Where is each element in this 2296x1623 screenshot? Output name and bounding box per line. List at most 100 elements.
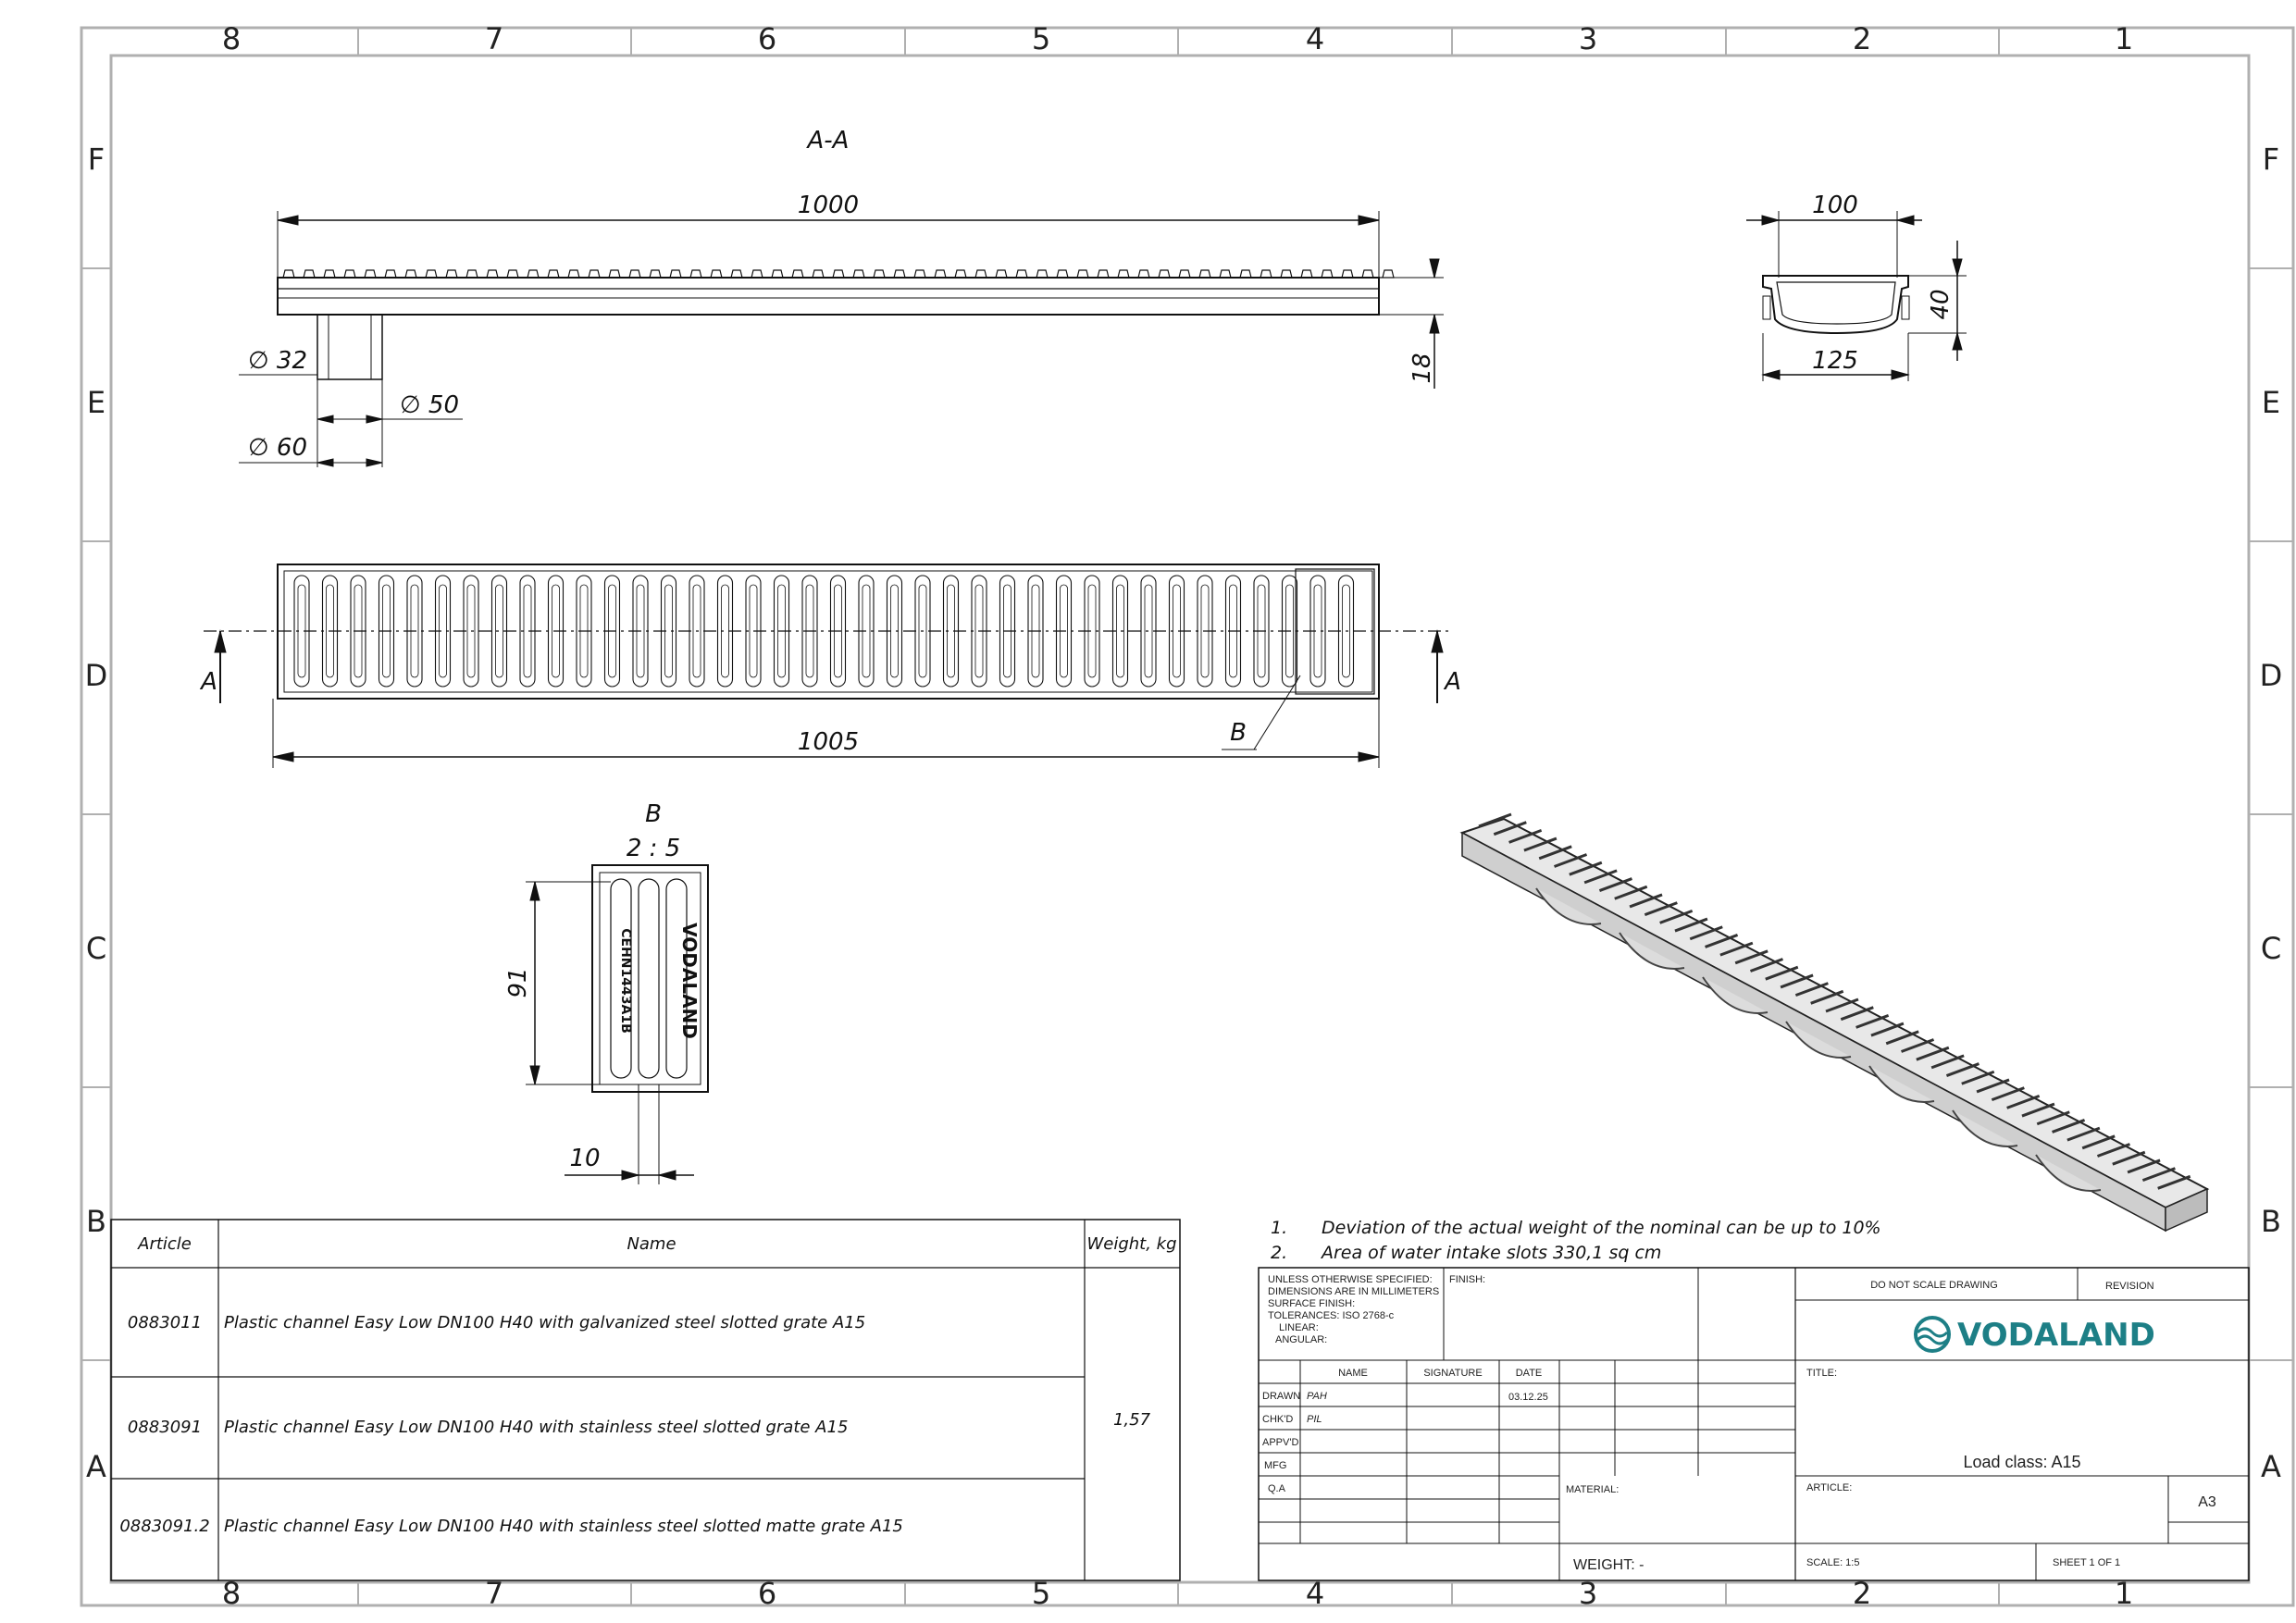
iso-bar — [1523, 836, 1558, 852]
zone-row-a-right: A — [2261, 1449, 2281, 1484]
col-signature: SIGNATURE — [1423, 1368, 1482, 1379]
plan-view: A A B 1005 — [199, 564, 1461, 768]
title-value: Load class: A15 — [1963, 1453, 2080, 1471]
iso-bar — [2127, 1158, 2161, 1174]
drawn-date: 03.12.25 — [1508, 1392, 1548, 1403]
material-label: MATERIAL: — [1566, 1484, 1619, 1495]
zone-col-6: 6 — [758, 21, 776, 56]
spec-line-2: DIMENSIONS ARE IN MILLIMETERS — [1268, 1286, 1439, 1297]
col-name: NAME — [1338, 1368, 1368, 1379]
iso-bar — [2052, 1119, 2086, 1134]
section-view-a-a: A-A 1000 18 ∅ 32 ∅ 50 — [239, 127, 1444, 467]
row-article: 0883091.2 — [119, 1517, 209, 1536]
iso-bar — [1478, 812, 1512, 828]
zone-col-8-bottom: 8 — [222, 1576, 241, 1611]
plan-slots — [293, 575, 1355, 688]
iso-grate-bars — [1478, 812, 2191, 1190]
zone-row-d: D — [85, 658, 108, 693]
zone-col-2-bottom: 2 — [1853, 1576, 1871, 1611]
zone-col-1: 1 — [2115, 21, 2133, 56]
spec-line-5: LINEAR: — [1279, 1322, 1319, 1333]
iso-foot — [1785, 1021, 1852, 1059]
spec-line-1: UNLESS OTHERWISE SPECIFIED: — [1268, 1274, 1433, 1285]
iso-bar — [1885, 1030, 1919, 1046]
detail-code-text: CEHN1443A1B — [618, 928, 633, 1033]
section-marker-left: A — [199, 668, 217, 696]
zone-labels-top: 8 7 6 5 4 3 2 1 — [222, 21, 2133, 56]
iso-bar — [2036, 1110, 2070, 1126]
iso-bar — [1674, 917, 1708, 933]
iso-bar — [1765, 965, 1799, 981]
col-date: DATE — [1516, 1368, 1543, 1379]
dim-section-height: 18 — [1409, 353, 1436, 383]
finish-label: FINISH: — [1449, 1274, 1485, 1285]
weight-value: 1,57 — [1113, 1410, 1151, 1430]
spec-line-4: TOLERANCES: ISO 2768-c — [1268, 1310, 1395, 1321]
iso-bar — [1961, 1070, 1995, 1085]
zone-row-f-right: F — [2263, 142, 2279, 177]
notes: 1. Deviation of the actual weight of the… — [1271, 1218, 1881, 1263]
sheet-label: SHEET 1 OF 1 — [2053, 1557, 2120, 1568]
iso-bar — [1825, 997, 1859, 1013]
zone-row-a: A — [86, 1449, 106, 1484]
row-article: 0883091 — [128, 1418, 202, 1437]
zone-col-7: 7 — [485, 21, 503, 56]
zone-row-d-right: D — [2260, 658, 2283, 693]
header-weight: Weight, kg — [1086, 1234, 1176, 1254]
dim-d50: ∅ 50 — [400, 391, 459, 419]
zone-col-2: 2 — [1853, 21, 1871, 56]
iso-bar — [2006, 1094, 2041, 1109]
inner-frame — [109, 54, 2251, 1584]
title-label: TITLE: — [1806, 1368, 1837, 1379]
zone-row-c-right: C — [2261, 931, 2281, 966]
note-1-num: 1. — [1271, 1218, 1287, 1238]
dim-end-top: 100 — [1812, 192, 1858, 219]
iso-bar — [1930, 1054, 1965, 1070]
iso-bar — [1614, 885, 1648, 900]
zone-col-4-bottom: 4 — [1306, 1576, 1324, 1611]
detail-marker: B — [1230, 719, 1247, 747]
chkd-name: PIL — [1307, 1414, 1322, 1425]
iso-foot — [1952, 1109, 2018, 1147]
iso-bar — [1810, 989, 1844, 1005]
dim-end-height: 40 — [1927, 289, 1955, 319]
zone-col-1-bottom: 1 — [2115, 1576, 2133, 1611]
zone-row-b-right: B — [2261, 1204, 2281, 1239]
zone-ticks — [81, 28, 2293, 1605]
outer-frame — [80, 26, 2295, 1607]
iso-bar — [1719, 941, 1754, 957]
note-2-text: Area of water intake slots 330,1 sq cm — [1320, 1243, 1661, 1263]
grate-slot-inner — [466, 584, 476, 678]
iso-bar — [1583, 869, 1618, 885]
iso-bar — [1508, 828, 1543, 844]
iso-bar — [1870, 1022, 1905, 1037]
spec-line-6: ANGULAR: — [1275, 1334, 1327, 1345]
iso-bar — [2157, 1174, 2191, 1190]
iso-bar — [1991, 1086, 2025, 1102]
header-name: Name — [627, 1234, 676, 1254]
zone-col-7-bottom: 7 — [485, 1576, 503, 1611]
dim-d60: ∅ 60 — [248, 434, 307, 462]
iso-bar — [1569, 861, 1603, 876]
iso-bar — [1794, 982, 1829, 997]
detail-scale: 2 : 5 — [627, 835, 680, 862]
detail-brand-text: VODALAND — [678, 923, 701, 1039]
dim-section-length: 1000 — [798, 192, 859, 219]
zone-row-f: F — [88, 142, 105, 177]
iso-foot — [1702, 976, 1769, 1014]
dim-d32: ∅ 32 — [248, 347, 307, 375]
isometric-view — [1459, 812, 2210, 1233]
row-name: Plastic channel Easy Low DN100 H40 with … — [224, 1517, 903, 1536]
iso-bar — [1945, 1062, 1980, 1077]
iso-bar — [1840, 1006, 1874, 1022]
role-appvd: APPV'D — [1262, 1437, 1298, 1448]
zone-col-3-bottom: 3 — [1579, 1576, 1597, 1611]
logo-text: VODALAND — [1957, 1317, 2155, 1354]
grate-slot-inner — [1144, 584, 1153, 678]
detail-view-b: B 2 : 5 VODALAND CEHN1443A1B 91 10 — [504, 800, 709, 1184]
iso-bar — [1855, 1013, 1890, 1029]
dim-detail-length: 91 — [504, 967, 532, 997]
zone-col-8: 8 — [222, 21, 241, 56]
grate-slot-inner — [1342, 584, 1350, 678]
role-drawn: DRAWN — [1262, 1391, 1300, 1402]
